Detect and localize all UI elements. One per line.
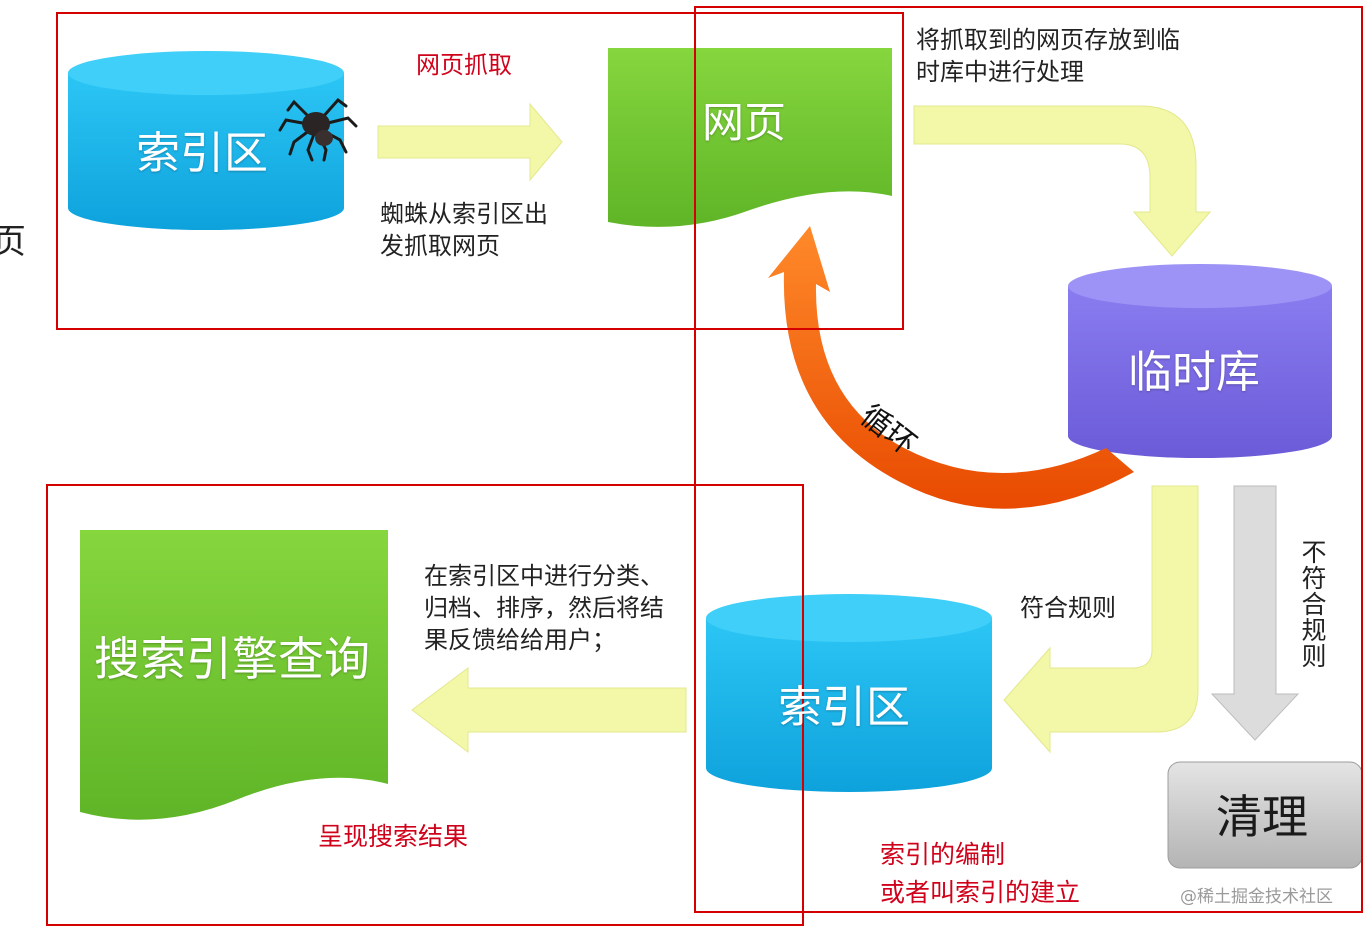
not-match-rule-char: 规 — [1301, 616, 1327, 645]
result-arrow — [411, 667, 687, 753]
loop-arrow — [768, 226, 1134, 509]
not-match-rule-arrow — [1210, 485, 1300, 741]
spider-description: 蜘蛛从索引区出 发抓取网页 — [380, 200, 548, 260]
not-match-rule-label: 不 符 合 规 则 — [1300, 540, 1328, 670]
edge-fragment-text: 页 — [0, 222, 26, 262]
search-query-document — [80, 530, 388, 820]
not-match-rule-char: 符 — [1301, 564, 1327, 593]
store-description: 将抓取到的网页存放到临 时库中进行处理 — [916, 26, 1180, 86]
index-bottom-label: 索引区 — [778, 682, 910, 733]
webpage-label: 网页 — [702, 98, 787, 147]
frame-index-build — [694, 6, 1363, 913]
match-rule-label: 符合规则 — [1020, 594, 1116, 622]
spider-icon — [278, 97, 358, 162]
not-match-rule-char: 则 — [1301, 642, 1327, 671]
search-query-label: 搜索引擎查询 — [94, 632, 370, 686]
frame-crawl — [56, 12, 904, 330]
present-results-label: 呈现搜索结果 — [318, 822, 469, 851]
not-match-rule-char: 不 — [1301, 538, 1327, 567]
crawl-arrow — [377, 102, 563, 182]
store-arrow — [913, 105, 1212, 257]
index-top-label: 索引区 — [136, 128, 268, 179]
index-build-label-line2: 或者叫索引的建立 — [880, 878, 1081, 907]
frame-search — [46, 484, 804, 926]
index-cylinder-top — [68, 51, 344, 230]
index-cylinder-bottom — [706, 594, 992, 792]
classify-description: 在索引区中进行分类、 归档、排序，然后将结 果反馈给给用户； — [424, 562, 664, 654]
cleanup-label: 清理 — [1216, 790, 1308, 844]
watermark: @稀土掘金技术社区 — [1180, 887, 1333, 907]
temp-store-label: 临时库 — [1128, 347, 1260, 398]
webpage-document — [608, 48, 892, 227]
temp-store-cylinder — [1068, 264, 1332, 458]
not-match-rule-char: 合 — [1301, 590, 1327, 619]
crawl-label: 网页抓取 — [416, 51, 512, 79]
match-rule-arrow — [1003, 485, 1199, 754]
index-build-label-line1: 索引的编制 — [880, 840, 1006, 869]
